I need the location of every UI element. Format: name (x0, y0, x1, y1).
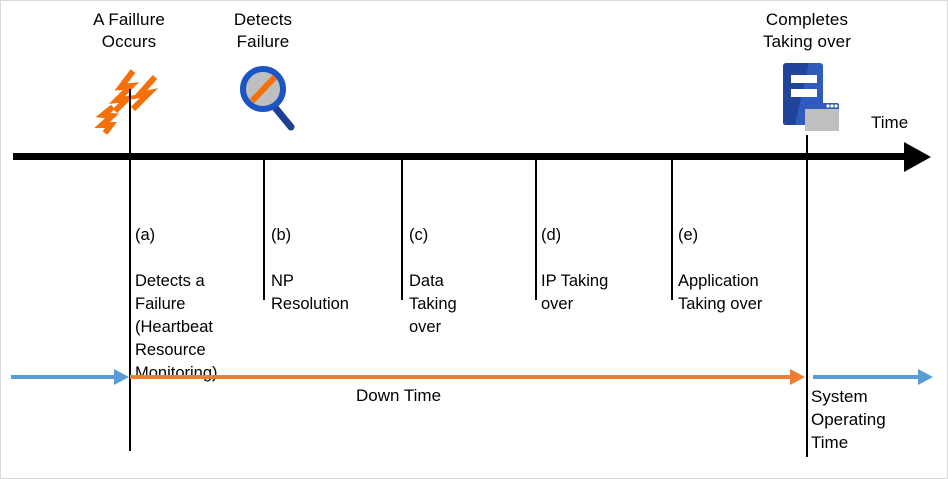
step-marker-c: (c) (409, 226, 429, 244)
step-label-a: (a) Detects a Failure (Heartbeat Resourc… (135, 201, 250, 408)
step-text-a: Detects a Failure (Heartbeat Resource Mo… (135, 272, 218, 382)
event-caption-completes-takeover: Completes Taking over (762, 10, 852, 51)
server-icon (779, 61, 843, 135)
time-axis-line (13, 153, 911, 160)
step-marker-b: (b) (271, 226, 292, 244)
step-label-b: (b) NP Resolution (271, 201, 391, 339)
step-marker-a: (a) (135, 226, 156, 244)
lightning-bolt-icon (93, 59, 165, 135)
down-time-bar (130, 375, 791, 379)
pre-failure-operating-time-bar (11, 375, 115, 379)
step-label-d: (d) IP Taking over (541, 201, 666, 339)
tick-application-takeover (671, 160, 673, 300)
tick-data-takeover (401, 160, 403, 300)
tick-ip-takeover (535, 160, 537, 300)
system-operating-time-label: System Operating Time (811, 387, 886, 452)
step-label-c: (c) Data Taking over (409, 201, 529, 362)
step-marker-e: (e) (678, 226, 699, 244)
system-operating-time-arrow-icon (918, 369, 933, 385)
event-caption-detects-failure: Detects Failure (233, 10, 293, 51)
step-text-c: Data Taking over (409, 272, 457, 336)
arrow-right-icon (904, 142, 931, 172)
step-text-b: NP Resolution (271, 272, 349, 313)
step-marker-d: (d) (541, 226, 562, 244)
event-caption-failure-occurs: A Faillure Occurs (93, 10, 165, 51)
step-label-e: (e) Application Taking over (678, 201, 813, 339)
down-time-label: Down Time (356, 386, 442, 405)
system-operating-time-bar (813, 375, 919, 379)
tick-completes-takeover (806, 135, 808, 457)
pre-failure-arrow-icon (114, 369, 129, 385)
magnifier-icon (237, 63, 303, 135)
step-text-e: Application Taking over (678, 272, 763, 313)
time-axis-label: Time (871, 113, 909, 132)
step-text-d: IP Taking over (541, 272, 609, 313)
tick-failure-occurs (129, 89, 131, 451)
tick-detects-failure (263, 160, 265, 300)
down-time-arrow-icon (790, 369, 805, 385)
